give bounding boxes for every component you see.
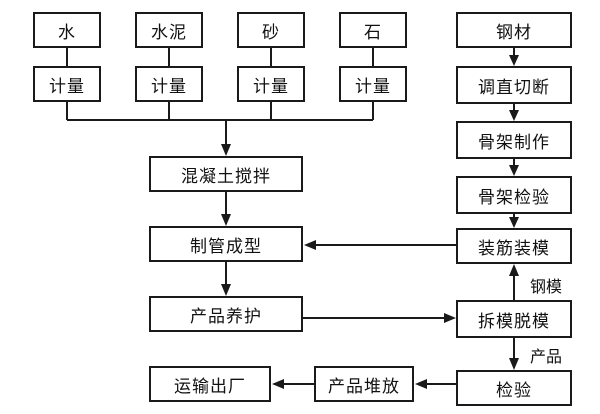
arrowhead-to-transport <box>272 379 284 389</box>
node-cage-making: 骨架制作 <box>456 121 572 159</box>
node-transport-out: 运输出厂 <box>149 366 271 402</box>
arrowhead-up-to-assembly <box>509 264 519 276</box>
arrowhead-to-forming <box>221 214 231 226</box>
node-pipe-forming: 制管成型 <box>149 226 303 262</box>
node-cage-inspection: 骨架检验 <box>456 176 572 214</box>
arrowhead-to-curing <box>221 284 231 296</box>
node-product-stacking: 产品堆放 <box>314 366 414 402</box>
arrowhead-to-cage <box>509 110 519 121</box>
arrowhead-to-stacking <box>415 379 427 389</box>
node-measure-sand: 计量 <box>237 66 305 102</box>
arrowhead-to-straighten <box>509 55 519 66</box>
node-measure-water: 计量 <box>33 66 101 102</box>
node-cement: 水泥 <box>135 12 203 48</box>
arrowhead-to-forming-left <box>304 240 316 250</box>
node-product-curing: 产品养护 <box>149 296 303 332</box>
arrowhead-to-assembly <box>509 217 519 228</box>
node-water: 水 <box>33 12 101 48</box>
node-inspection: 检验 <box>456 370 572 406</box>
edge-label-steel-mold: 钢模 <box>530 277 563 296</box>
arrowhead-to-cage-inspection <box>509 165 519 176</box>
arrowhead-to-demolding <box>444 313 456 323</box>
node-sand: 砂 <box>237 12 305 48</box>
node-demolding: 拆模脱模 <box>456 300 572 338</box>
node-measure-cement: 计量 <box>135 66 203 102</box>
node-concrete-mixing: 混凝土搅拌 <box>149 156 303 192</box>
node-straighten-cut: 调直切断 <box>456 66 572 104</box>
node-steel: 钢材 <box>456 12 572 48</box>
node-stone: 石 <box>339 12 407 48</box>
node-measure-stone: 计量 <box>339 66 407 102</box>
edge-label-product: 产品 <box>530 347 563 366</box>
arrowhead-to-mixing <box>221 144 231 156</box>
node-rebar-mold-assembly: 装筋装模 <box>456 228 572 264</box>
arrowhead-to-inspection <box>509 358 519 370</box>
